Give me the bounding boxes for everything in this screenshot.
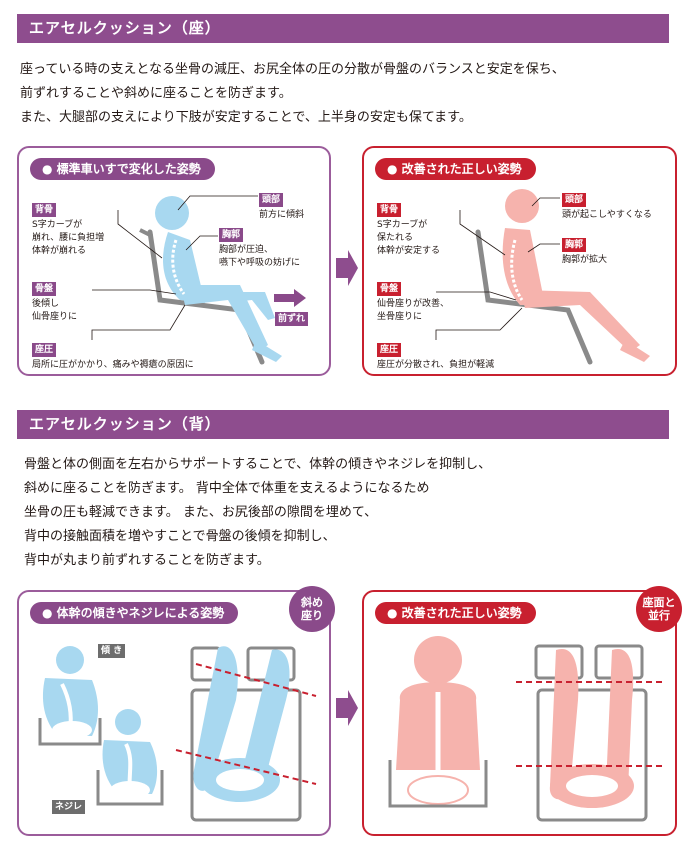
seat-description-line-3: また、大腿部の支えにより下肢が安定することで、上半身の安定も保てます。 (20, 110, 472, 125)
seat-before-title: ● 標準車いすで変化した姿勢 (30, 158, 215, 180)
back-description-line-3: 坐骨の圧も軽減できます。 また、お尻後部の隙間を埋めて、 (24, 505, 378, 520)
chest-tag-right: 胸郭 (562, 238, 587, 252)
seat-description-line-1: 座っている時の支えとなる坐骨の減圧、お尻全体の圧の分散が骨盤のバランスと安定を保… (20, 62, 565, 77)
slip-tag: 前ずれ (275, 312, 309, 326)
diagonal-seat-badge: 斜め 座り (289, 586, 335, 632)
pelvis-tag-right: 骨盤 (377, 282, 402, 296)
chest-note-right: 胸郭が拡大 (562, 255, 608, 265)
transition-arrow-1 (336, 250, 358, 286)
pelvis-note-right: 仙骨座りが改善、 坐骨座りに (377, 299, 450, 322)
chest-tag: 胸郭 (219, 228, 244, 242)
head-note: 前方に傾斜 (259, 210, 305, 220)
seat-after-panel (362, 146, 677, 376)
pressure-tag: 座圧 (32, 343, 57, 357)
tilt-tag: 傾 き (98, 644, 126, 658)
chest-note: 胸部が圧迫、 嚥下や呼吸の妨げに (219, 245, 301, 268)
slip-arrow-icon (274, 289, 306, 307)
pressure-note-right: 座圧が分散され、負担が軽減 (377, 360, 495, 370)
back-before-title: ● 体幹の傾きやネジレによる姿勢 (30, 602, 239, 624)
back-description-line-5: 背中が丸まり前ずれすることを防ぎます。 (24, 553, 270, 568)
spine-tag-right: 背骨 (377, 203, 402, 217)
spine-tag: 背骨 (32, 203, 57, 217)
back-description: 骨盤と体の側面を左右からサポートすることで、体幹の傾きやネジレを抑制し、 斜めに… (24, 453, 491, 573)
twist-tag: ネジレ (52, 800, 86, 814)
parallel-seat-badge: 座面と 並行 (636, 586, 682, 632)
back-description-line-2: 斜めに座ることを防ぎます。 背中全体で体重を支えるようになるため (24, 481, 430, 496)
back-after-panel (362, 590, 677, 836)
pelvis-note: 後傾し 仙骨座りに (32, 299, 78, 322)
spine-note: S字カーブが 崩れ、腰に負担増 体幹が崩れる (32, 220, 105, 256)
seat-description-line-2: 前ずれすることや斜めに座ることを防ぎます。 (20, 86, 292, 101)
pelvis-tag: 骨盤 (32, 282, 57, 296)
section-header-back: エアセルクッション（背） (17, 410, 669, 439)
pressure-note: 局所に圧がかかり、痛みや褥瘡の原因に (32, 360, 194, 370)
head-tag: 頭部 (259, 193, 284, 207)
back-description-line-4: 背中の接触面積を増やすことで骨盤の後傾を抑制し、 (24, 529, 336, 544)
head-tag-right: 頭部 (562, 193, 587, 207)
section-header-seat: エアセルクッション（座） (17, 14, 669, 43)
head-note-right: 頭が起こしやすくなる (562, 210, 652, 220)
pressure-tag-right: 座圧 (377, 343, 402, 357)
seat-after-title: ● 改善された正しい姿勢 (375, 158, 536, 180)
back-after-title: ● 改善された正しい姿勢 (375, 602, 536, 624)
spine-note-right: S字カーブが 保たれる 体幹が安定する (377, 220, 441, 256)
seat-description: 座っている時の支えとなる坐骨の減圧、お尻全体の圧の分散が骨盤のバランスと安定を保… (20, 58, 565, 130)
back-description-line-1: 骨盤と体の側面を左右からサポートすることで、体幹の傾きやネジレを抑制し、 (24, 457, 492, 472)
transition-arrow-2 (336, 690, 358, 726)
